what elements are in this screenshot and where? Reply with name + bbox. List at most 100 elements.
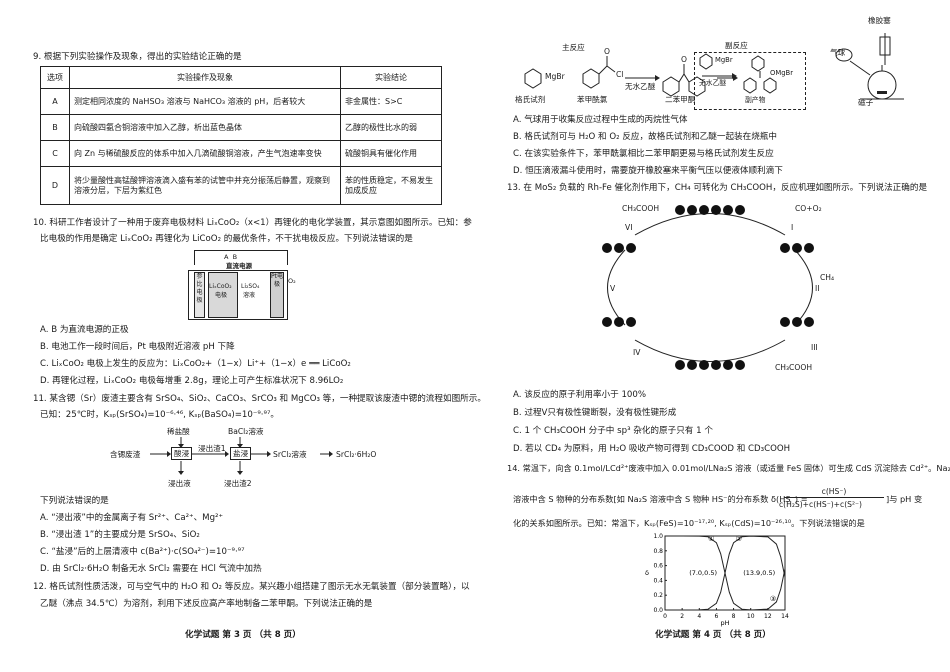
side-mgbr-label: MgBr <box>715 56 733 64</box>
flow-waste1: 浸出液 <box>168 479 191 488</box>
q12-option-c: C. 在该实验条件下，苯甲酰氯相比二苯甲酮更易与格氏试剂发生反应 <box>513 149 774 159</box>
y-tick-label: 0.0 <box>653 607 663 614</box>
series-label-3: ③ <box>770 595 776 603</box>
q10-option-a: A. B 为直流电源的正极 <box>40 325 129 335</box>
q9-row-procedure: 测定相同浓度的 NaHSO₃ 溶液与 NaHCO₃ 溶液的 pH，后者较大 <box>69 88 341 115</box>
mgbr-label: MgBr <box>545 72 565 81</box>
q9-header-conclusion: 实验结论 <box>340 66 442 89</box>
q9-row-conclusion: 硫酸铜具有催化作用 <box>340 140 442 167</box>
q11-flowchart: 稀盐酸 BaCl₂溶液 <box>110 424 390 492</box>
q10-option-d: D. 再锂化过程，LiₓCoO₂ 电极每增重 2.8g，理论上可产生标准状况下 … <box>40 376 344 386</box>
plot-frame <box>664 535 786 611</box>
x-tick-label: 14 <box>781 613 789 620</box>
annotation-point-2: (13.9,0.5) <box>743 569 775 577</box>
cycle-product-label: CH₃COOH <box>622 204 660 213</box>
q14-stem-line2a: 溶液中含 S 物种的分布系数[如 Na₂S 溶液中含 S 物种 HS⁻的分布系数… <box>513 494 808 504</box>
x-tick-label: 0 <box>663 613 667 620</box>
x-tick-label: 10 <box>747 613 755 620</box>
power-supply-label: 直流电源 <box>226 262 252 270</box>
step-label-2: II <box>815 284 820 293</box>
side-reaction-structures <box>699 53 777 94</box>
page-footer-3: 化学试题 第 3 页 （共 8 页） <box>185 630 301 640</box>
series-label-2: ② <box>736 535 742 543</box>
q9-row-conclusion: 乙醇的极性比水的弱 <box>340 114 442 141</box>
q13-option-a: A. 该反应的原子利用率小于 100% <box>513 390 647 400</box>
q9-row-procedure: 向硫酸四氨合铜溶液中加入乙醇，析出蓝色晶体 <box>69 114 341 141</box>
wire-frame <box>194 250 288 265</box>
flow-step-acid: 酸浸 <box>171 447 193 460</box>
balloon-label: 气球 <box>830 48 846 57</box>
q10-stem-line1: 10. 科研工作者设计了一种用于废弃电极材料 LiₓCoO₂（x<1）再锂化的电… <box>33 218 472 228</box>
q14-stem-line1: 14. 常温下，向含 0.1mol/LCd²⁺废液中加入 0.01mol/LNa… <box>507 463 950 473</box>
q9-row-label: C <box>40 140 70 167</box>
q11-stem-line2: 已知：25℃时，Kₛₚ(SrSO₄)=10⁻⁶·⁴⁶, Kₛₚ(BaSO₄)=1… <box>40 410 280 420</box>
main-reaction-label: 主反应 <box>562 43 585 52</box>
step-label-6: VI <box>625 223 633 232</box>
q9-row-label: D <box>40 166 70 205</box>
y-tick-label: 0.2 <box>653 592 663 599</box>
q12-apparatus: 橡胶塞 气球 磁子 <box>830 16 920 107</box>
q9-row-conclusion: 苯的性质稳定，不易发生加成反应 <box>340 166 442 205</box>
x-tick-label: 2 <box>680 613 684 620</box>
table-row: A 测定相同浓度的 NaHSO₃ 溶液与 NaHCO₃ 溶液的 pH，后者较大 … <box>40 88 442 115</box>
flow-out2: SrCl₂·6H₂O <box>336 450 377 459</box>
reagent-bacl2: BaCl₂溶液 <box>228 427 264 436</box>
power-label-ab: A B <box>224 253 238 261</box>
y-tick-label: 0.4 <box>653 577 663 584</box>
step-label-4: IV <box>633 348 641 357</box>
y-tick-label: 0.8 <box>653 548 663 555</box>
solvent-label: 无水乙醚 <box>625 82 656 91</box>
table-row: D 将少量酸性高锰酸钾溶液滴入盛有苯的试管中并充分振荡后静置，观察到溶液分层，下… <box>40 166 442 205</box>
q10-cell-figure: A B 直流电源 参比电极 LiₓCoO₂ 电极 Li₂SO₄ 溶液 Pt电极 … <box>180 250 300 320</box>
y-axis-label: δ <box>645 569 649 577</box>
x-tick-label: 4 <box>697 613 701 620</box>
x-tick-label: 6 <box>715 613 719 620</box>
byproduct-label: 副产物 <box>745 96 766 104</box>
cycle-ch4-label: CH₄ <box>820 273 835 282</box>
q12-stem-line1: 12. 格氏试剂性质活泼，可与空气中的 H₂O 和 O₂ 等反应。某兴趣小组搭建… <box>33 582 470 592</box>
q9-row-label: A <box>40 88 70 115</box>
side-reaction-box <box>694 52 806 110</box>
q11-option-c: C. “盐浸”后的上层清液中 c(Ba²⁺)·c(SO₄²⁻)=10⁻⁹·⁹⁷ <box>40 547 245 557</box>
q9-row-label: B <box>40 114 70 141</box>
side-reaction-label: 副反应 <box>725 41 748 50</box>
benzoyl-label: 苯甲酰氯 <box>577 95 608 104</box>
grignard-label: 格氏试剂 <box>515 95 546 104</box>
annotation-point-1: (7.0,0.5) <box>689 569 717 577</box>
lixcoo2-electrode <box>208 272 238 318</box>
table-row: B 向硫酸四氨合铜溶液中加入乙醇，析出蓝色晶体 乙醇的极性比水的弱 <box>40 114 442 141</box>
o-label: O <box>604 47 610 56</box>
electrolyte-tank <box>188 270 288 320</box>
q9-row-procedure: 向 Zn 与稀硫酸反应的体系中加入几滴硫酸铜溶液，产生气泡速率变快 <box>69 140 341 167</box>
x-axis-label: pH <box>720 619 729 627</box>
q11-option-d: D. 由 SrCl₂·6H₂O 制备无水 SrCl₂ 需要在 HCl 气流中加热 <box>40 564 262 574</box>
reagent-hcl: 稀盐酸 <box>167 427 190 436</box>
q10-option-b: B. 电池工作一段时间后，Pt 电极附近溶液 pH 下降 <box>40 342 235 352</box>
q13-option-d: D. 若以 CD₄ 为原料，用 H₂O 吸收产物可得到 CD₃COOD 和 CD… <box>513 444 791 454</box>
step-label-1: I <box>791 223 794 232</box>
stopper-label: 橡胶塞 <box>868 16 891 25</box>
series-label-1: ① <box>708 535 714 543</box>
y-tick-label: 0.6 <box>653 563 663 570</box>
series-line-2 <box>665 535 785 611</box>
apparatus-drawing <box>835 33 904 100</box>
product-label: 二苯甲酮 <box>665 95 696 104</box>
fraction-numerator: c(HS⁻) <box>784 486 884 498</box>
flow-arrows <box>150 437 333 475</box>
flow-mid: 浸出渣1 <box>198 444 226 453</box>
q10-option-c: C. LiₓCoO₂ 电极上发生的反应为：LiₓCoO₂+（1−x）Li⁺+（1… <box>40 359 351 369</box>
step-label-5: V <box>610 284 616 293</box>
q12-option-d: D. 恒压滴液漏斗使用时，需要旋开橡胶塞来平衡气压以便液体顺利滴下 <box>513 166 783 176</box>
cycle-ch3cooh-label: CH₃COOH <box>775 363 813 372</box>
lico-label-2: 电极 <box>215 292 228 299</box>
flow-step-salt: 盐浸 <box>230 447 252 460</box>
reference-electrode: 参比电极 <box>194 272 205 318</box>
x-tick-label: 12 <box>764 613 772 620</box>
q10-stem-line2: 比电极的作用是确定 LiₓCoO₂ 再锂化为 LiCoO₂ 的最优条件，不干扰电… <box>40 234 413 244</box>
q11-question: 下列说法错误的是 <box>40 496 109 506</box>
q9-row-procedure: 将少量酸性高锰酸钾溶液滴入盛有苯的试管中并充分振荡后静置，观察到溶液分层，下层为… <box>69 166 341 205</box>
solution-label-1: Li₂SO₄ <box>241 283 260 290</box>
side-solvent-label: 无水乙醚 <box>699 79 727 87</box>
q9-header-option: 选项 <box>40 66 70 89</box>
